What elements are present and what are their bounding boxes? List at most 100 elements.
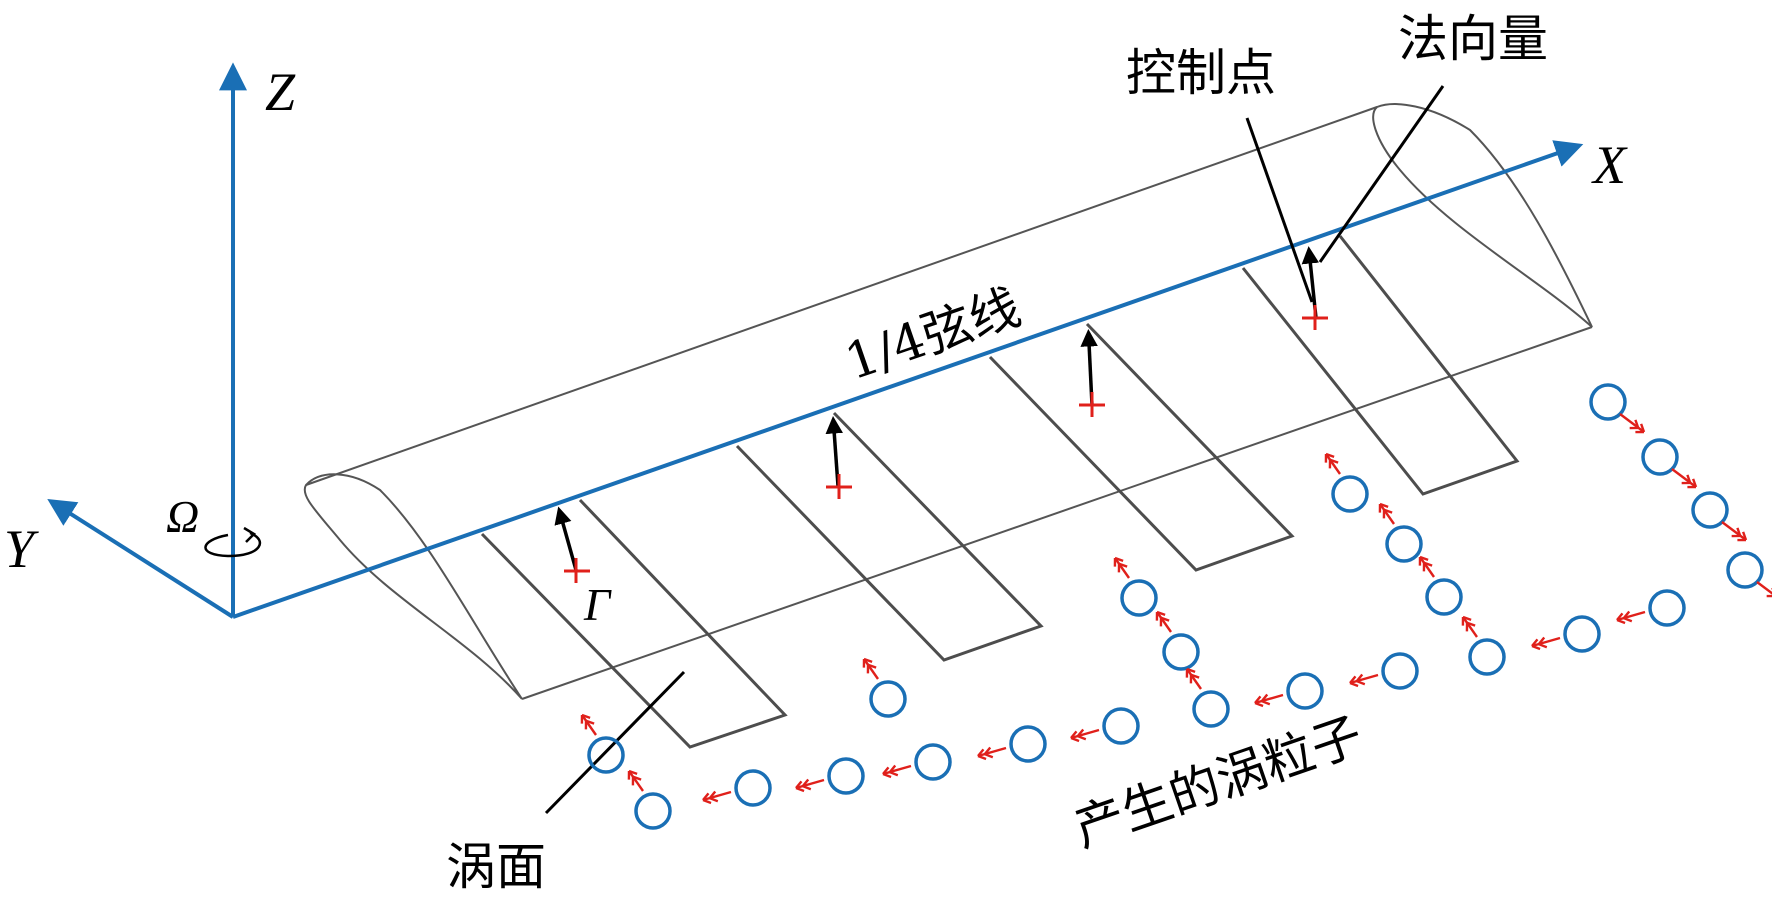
particle-velocity-arrow: [1619, 413, 1646, 434]
vortex-particle-circle: [1385, 525, 1423, 563]
normal-vector-1: [554, 506, 590, 583]
particle-velocity-arrow: [882, 764, 912, 779]
control-point-1: [564, 558, 590, 583]
vortex-panels: [480, 235, 1520, 749]
vortex-particle-circle: [869, 680, 907, 718]
vortex-particle: [1324, 452, 1369, 513]
control-point-2: [826, 474, 852, 499]
particle-velocity-arrow: [1070, 728, 1100, 743]
particle-velocity-arrow: [795, 778, 825, 793]
particle-velocity-arrow: [1616, 610, 1646, 625]
vortex-particle: [1185, 667, 1230, 728]
vortex-particle: [1641, 438, 1698, 489]
y-axis-label: Y: [4, 519, 39, 579]
rotation-icon: [204, 526, 262, 558]
vortex-particle: [1418, 555, 1463, 616]
vortex-particle: [1113, 556, 1158, 617]
control-point-3: [1079, 392, 1105, 417]
vortex-particle-circle: [1120, 579, 1158, 617]
vortex-particle: [580, 713, 625, 774]
particle-velocity-arrow: [1324, 452, 1341, 475]
vortex-particle: [1726, 551, 1772, 598]
vortex-particle: [1461, 615, 1506, 676]
control-point-label: 控制点: [1126, 44, 1276, 102]
y-axis-line: [47, 498, 235, 619]
vortex-particle: [1531, 615, 1601, 653]
vortex-particle-circle: [1192, 690, 1230, 728]
vortex-particle: [795, 757, 865, 795]
particle-velocity-arrow: [1721, 521, 1748, 542]
wing-tip-airfoil: [1372, 103, 1593, 328]
particle-velocity-arrow: [977, 746, 1007, 761]
wing-outline: [303, 103, 1593, 700]
vortex-particle: [627, 769, 672, 830]
vortex-particles: [580, 383, 1772, 830]
coordinate-axes: [47, 62, 1584, 619]
vortex-particle-circle: [1425, 578, 1463, 616]
vortex-particle: [1254, 672, 1324, 710]
vortex-particle: [862, 657, 907, 718]
control-point-leader: [1245, 117, 1314, 303]
vortex-particle-circle: [634, 792, 672, 830]
particle-velocity-arrow: [702, 790, 732, 805]
vortex-particle-circle: [1641, 438, 1679, 476]
vortex-particle: [1070, 707, 1140, 745]
particle-velocity-arrow: [1378, 502, 1395, 525]
vortex-particle-circle: [1691, 491, 1729, 529]
vortex-particle: [977, 725, 1047, 763]
particle-velocity-arrow: [1185, 667, 1202, 690]
panel-2: [735, 411, 1044, 662]
vortex-particle: [702, 769, 772, 807]
vortex-particle: [1378, 502, 1423, 563]
particle-velocity-arrow: [862, 657, 879, 680]
panel-3: [988, 322, 1295, 572]
particle-velocity-arrow: [1155, 610, 1172, 633]
vortex-particles-label: 产生的涡粒子: [1067, 706, 1370, 859]
vortex-particle: [882, 743, 952, 781]
particle-velocity-arrow: [1461, 615, 1478, 638]
vortex-particle: [1616, 589, 1686, 627]
vortex-sheet-label: 涡面: [446, 838, 546, 896]
vortex-particle-circle: [1331, 475, 1369, 513]
vortex-particle-circle: [827, 757, 865, 795]
wing-leading-edge: [305, 106, 1378, 486]
particle-velocity-arrow: [1531, 636, 1561, 651]
normal-vector-3: [1079, 329, 1105, 417]
panel-1: [480, 498, 788, 749]
vortex-particle-circle: [1009, 725, 1047, 763]
vortex-particle-circle: [1286, 672, 1324, 710]
vortex-particle-circle: [1468, 638, 1506, 676]
gamma-label: Γ: [583, 579, 612, 630]
particle-velocity-arrow: [627, 769, 644, 792]
vortex-particle: [1589, 383, 1646, 434]
normal-vector-leader: [1318, 85, 1445, 263]
panel-4: [1241, 235, 1520, 496]
particle-velocity-arrow: [1349, 673, 1379, 688]
vortex-particle-circle: [914, 743, 952, 781]
wing-root-airfoil: [303, 473, 523, 700]
vortex-particle-circle: [1381, 652, 1419, 690]
vortex-particle: [1349, 652, 1419, 690]
particle-velocity-arrow: [1113, 556, 1130, 579]
x-axis-label: X: [1591, 135, 1628, 195]
quarter-chord-label: 1/4弦线: [838, 278, 1028, 392]
particle-velocity-arrow: [1418, 555, 1435, 578]
vortex-particle-circle: [1563, 615, 1601, 653]
omega-label: Ω: [166, 491, 199, 542]
particle-velocity-arrow: [1756, 581, 1772, 598]
vortex-particle-circle: [1648, 589, 1686, 627]
particle-velocity-arrow: [1671, 468, 1698, 489]
wing-trailing-edge: [521, 326, 1593, 700]
vortex-particle-circle: [1102, 707, 1140, 745]
z-axis-label: Z: [265, 62, 296, 122]
vortex-particle-circle: [1726, 551, 1764, 589]
control-point-4: [1302, 305, 1328, 330]
normal-vector-label: 法向量: [1398, 10, 1548, 68]
vortex-particle-circle: [1162, 633, 1200, 671]
vortex-particle: [1155, 610, 1200, 671]
normal-vectors: [554, 246, 1328, 583]
vortex-particle-circle: [734, 769, 772, 807]
particle-velocity-arrow: [1254, 693, 1284, 708]
normal-vector-4: [1301, 246, 1328, 330]
